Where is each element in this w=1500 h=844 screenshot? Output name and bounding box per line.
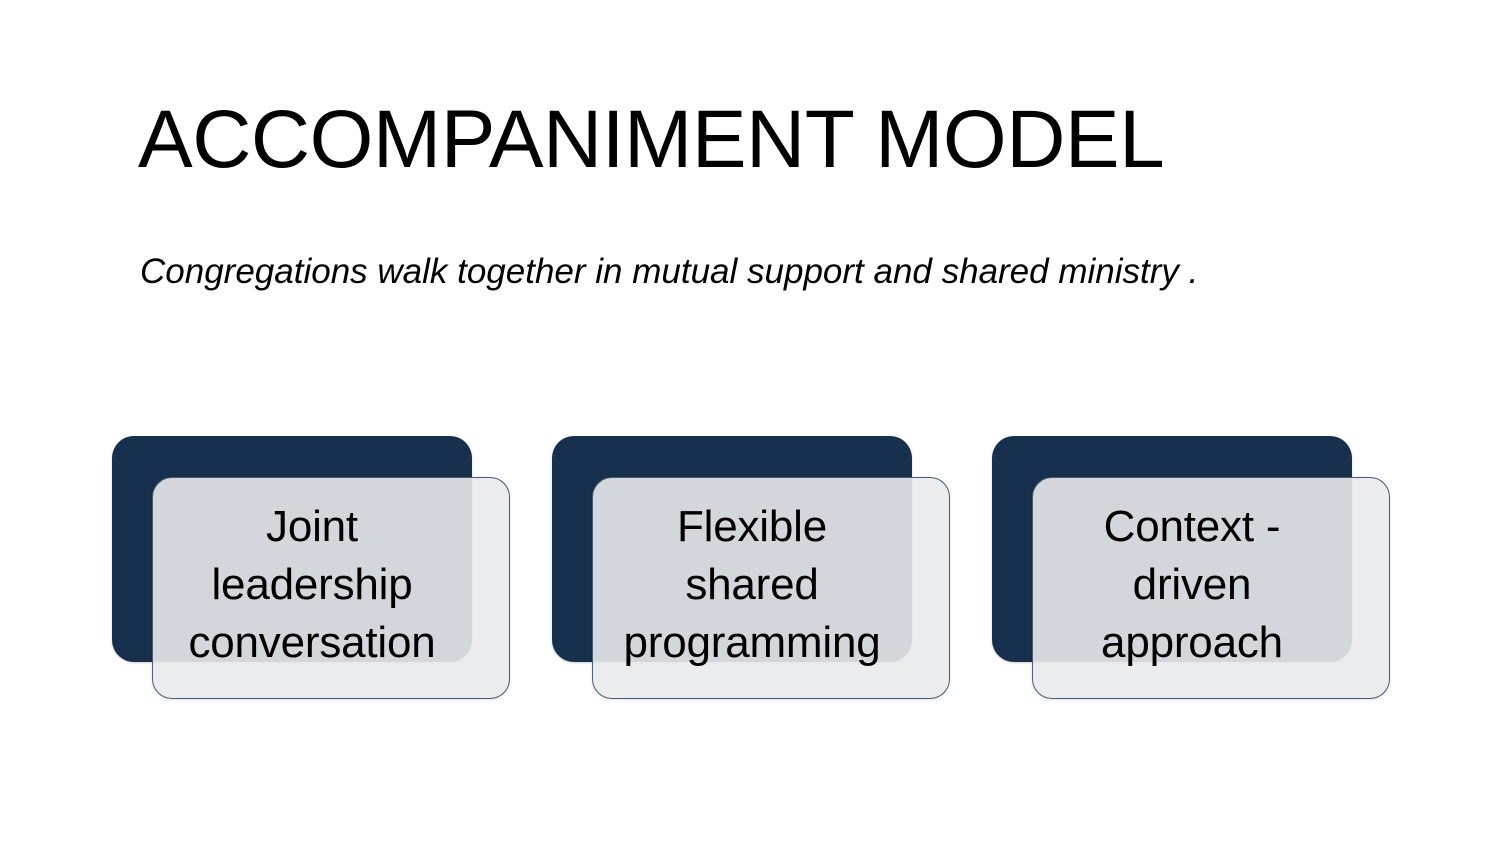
card-joint-leadership-conversation[interactable]: Joint leadership conversation xyxy=(112,436,514,704)
card-front-plate xyxy=(152,477,510,699)
page-title: ACCOMPANIMENT MODEL xyxy=(138,94,1165,185)
slide-subtitle: Congregations walk together in mutual su… xyxy=(140,252,1199,291)
card-front-plate xyxy=(1032,477,1390,699)
card-front-plate xyxy=(592,477,950,699)
card-flexible-shared-programming[interactable]: Flexible shared programming xyxy=(552,436,954,704)
card-context-driven-approach[interactable]: Context - driven approach xyxy=(992,436,1394,704)
